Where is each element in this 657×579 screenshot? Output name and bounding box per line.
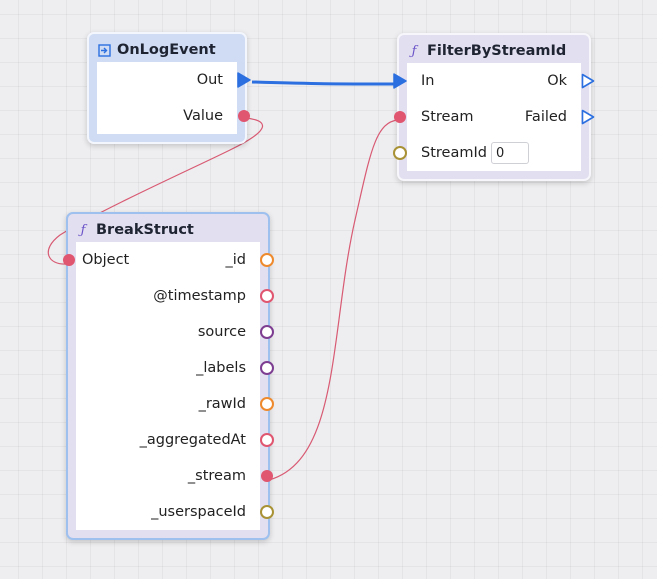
on-log-event-node[interactable]: OnLogEvent Out Value <box>87 32 251 144</box>
node-title: OnLogEvent <box>117 42 216 58</box>
pin-label: Ok <box>547 73 567 89</box>
event-entry-icon <box>97 43 111 57</box>
pin-label: Out <box>196 72 223 88</box>
pin-row-userspace-id: _userspaceId <box>76 494 274 530</box>
node-title: BreakStruct <box>96 222 194 238</box>
pin-label: _id <box>225 252 246 268</box>
datetime-output-pin[interactable] <box>260 433 274 447</box>
pin-row-labels: _labels <box>76 350 274 386</box>
object-output-pin[interactable] <box>260 361 274 375</box>
pin-row-stream: _stream <box>76 458 273 494</box>
pin-label: StreamId <box>421 145 487 161</box>
stream-id-input[interactable] <box>491 142 529 164</box>
datetime-output-pin[interactable] <box>260 289 274 303</box>
pin-label: _labels <box>196 360 246 376</box>
pin-label: _aggregatedAt <box>139 432 246 448</box>
pin-row-value: Value <box>97 98 250 134</box>
node-body: In Ok Stream Failed StreamId <box>393 63 595 171</box>
exec-output-pin[interactable] <box>237 72 251 88</box>
wire-exec-out-to-in[interactable] <box>251 80 395 86</box>
function-icon: ƒ <box>80 222 86 238</box>
filter-by-stream-id-node[interactable]: ƒ FilterByStreamId In Ok Stream Failed <box>393 33 595 181</box>
string-output-pin[interactable] <box>260 253 274 267</box>
pin-row-source: source <box>76 314 274 350</box>
struct-output-pin[interactable] <box>238 110 250 122</box>
number-output-pin[interactable] <box>260 505 274 519</box>
object-output-pin[interactable] <box>260 325 274 339</box>
pin-row-stream-failed: Stream Failed <box>394 99 595 135</box>
pin-row-stream-id: StreamId <box>393 135 581 171</box>
pin-row-raw-id: _rawId <box>76 386 274 422</box>
node-header[interactable]: ƒ FilterByStreamId <box>407 39 581 63</box>
string-output-pin[interactable] <box>260 397 274 411</box>
break-struct-node[interactable]: ƒ BreakStruct Object _id @timestamp sour… <box>63 212 274 540</box>
pin-label: @timestamp <box>153 288 246 304</box>
pin-label: Failed <box>524 109 567 125</box>
pin-label: _rawId <box>198 396 246 412</box>
node-title: FilterByStreamId <box>427 43 567 59</box>
pin-label: Value <box>183 108 223 124</box>
pin-row-out: Out <box>97 62 251 98</box>
pin-label: source <box>197 324 246 340</box>
number-input-pin[interactable] <box>393 146 407 160</box>
struct-input-pin[interactable] <box>63 254 75 266</box>
wire-stream-to-stream[interactable] <box>268 119 399 481</box>
exec-output-pin-failed[interactable] <box>581 109 595 125</box>
node-body: Object _id @timestamp source _labels _ra… <box>63 242 274 530</box>
exec-input-pin[interactable] <box>393 73 407 89</box>
pin-label: In <box>421 73 435 89</box>
pin-row-in-ok: In Ok <box>393 63 595 99</box>
pin-row-object-id: Object _id <box>63 242 274 278</box>
pin-label: Object <box>82 252 130 268</box>
function-icon: ƒ <box>411 43 417 59</box>
exec-output-pin-ok[interactable] <box>581 73 595 89</box>
node-header[interactable]: OnLogEvent <box>97 38 237 62</box>
pin-label: _userspaceId <box>151 504 246 520</box>
pin-label: Stream <box>421 109 474 125</box>
struct-output-pin[interactable] <box>261 470 273 482</box>
pin-row-aggregated-at: _aggregatedAt <box>76 422 274 458</box>
node-header[interactable]: ƒ BreakStruct <box>76 218 260 242</box>
pin-label: _stream <box>187 468 246 484</box>
pin-row-timestamp: @timestamp <box>76 278 274 314</box>
node-body: Out Value <box>97 62 251 134</box>
struct-input-pin[interactable] <box>394 111 406 123</box>
